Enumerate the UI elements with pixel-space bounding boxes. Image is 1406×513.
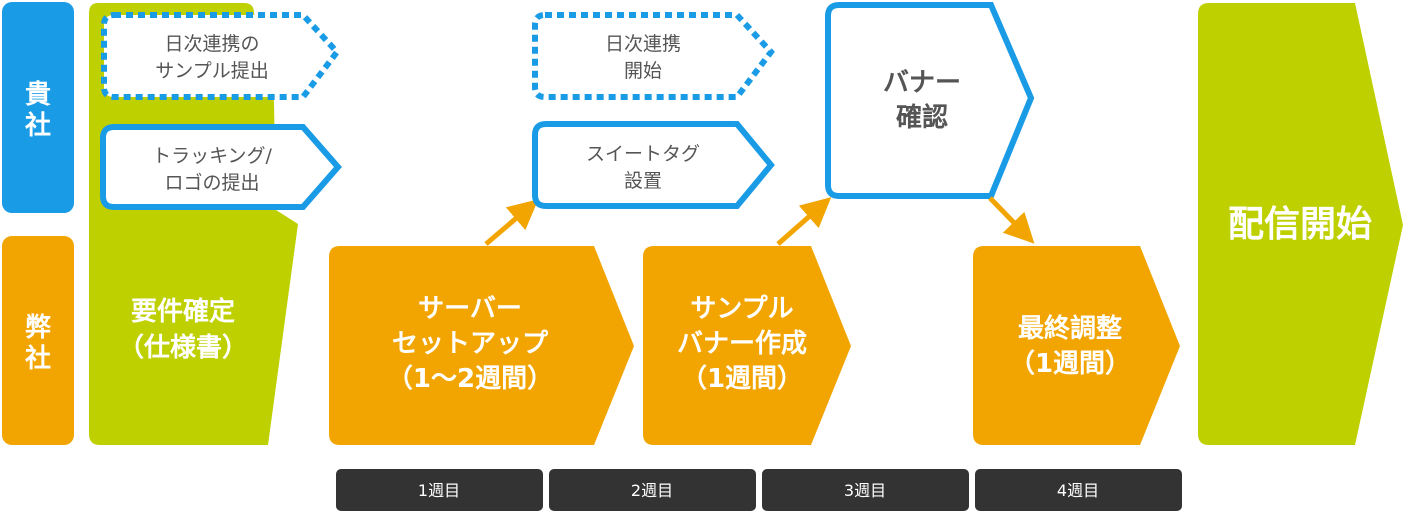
week-3-label: 3週目	[844, 481, 886, 500]
final-adjust-line-2: （1週間）	[1009, 349, 1131, 379]
server-setup-line-3: （1～2週間）	[387, 364, 553, 394]
task-delivery-start: 配信開始	[1198, 3, 1403, 445]
week-2-label: 2週目	[631, 481, 673, 500]
lane-client: 貴 社	[2, 2, 74, 213]
site-tag-shape	[532, 121, 775, 209]
lane-client-label-1: 貴	[25, 80, 51, 110]
task-daily-start: 日次連携 開始	[532, 12, 775, 100]
task-requirements: 要件確定 （仕様書）	[89, 3, 298, 445]
final-adjust-line-1: 最終調整	[1018, 313, 1122, 344]
requirements-line-1: 要件確定	[131, 296, 235, 327]
lane-client-label-2: 社	[25, 110, 51, 141]
task-daily-sample: 日次連携の サンプル提出	[101, 12, 341, 100]
banner-check-line-2: 確認	[896, 102, 948, 133]
daily-start-line-2: 開始	[624, 60, 662, 82]
week-1-bar	[336, 469, 543, 511]
daily-sample-line-1: 日次連携の	[164, 33, 259, 55]
banner-check-shape	[825, 1, 1035, 199]
requirements-line-2: （仕様書）	[118, 332, 248, 363]
banner-check-line-1: バナー	[883, 68, 961, 98]
arrow-server-to-sitetag	[484, 199, 539, 246]
lane-ours: 弊 社	[2, 236, 74, 445]
daily-start-line-1: 日次連携	[605, 33, 681, 55]
task-final-adjust: 最終調整 （1週間）	[973, 246, 1180, 445]
final-adjust-shape	[973, 246, 1180, 445]
week-2: 2週目	[549, 469, 756, 511]
arrow-sample-to-check	[776, 197, 832, 246]
server-setup-shape	[329, 246, 634, 445]
task-banner-check: バナー 確認	[825, 1, 1035, 199]
requirements-shape	[89, 3, 298, 445]
delivery-start-shape	[1198, 3, 1403, 445]
task-tracking-logo: トラッキング/ ロゴの提出	[100, 124, 342, 210]
week-4: 4週目	[975, 469, 1182, 511]
site-tag-line-1: スイートタグ	[586, 143, 700, 165]
lane-ours-box	[2, 236, 74, 445]
sample-banner-line-1: サンプル	[690, 294, 793, 324]
sample-banner-line-2: バナー作成	[677, 329, 807, 359]
daily-sample-line-2: サンプル提出	[155, 60, 268, 82]
week-3-bar	[762, 469, 969, 511]
week-2-bar	[549, 469, 756, 511]
task-server-setup: サーバー セットアップ （1～2週間）	[329, 246, 634, 445]
lane-ours-label-1: 弊	[25, 313, 51, 343]
server-setup-line-1: サーバー	[418, 294, 522, 324]
lane-ours-label-2: 社	[25, 343, 51, 374]
daily-sample-shape	[101, 12, 341, 100]
delivery-start-label: 配信開始	[1228, 204, 1372, 245]
sample-banner-shape	[643, 246, 851, 445]
tracking-logo-shape	[100, 124, 342, 210]
site-tag-line-2: 設置	[624, 170, 662, 192]
week-1-label: 1週目	[418, 481, 460, 500]
lane-client-box	[2, 2, 74, 213]
sample-banner-line-3: （1週間）	[681, 364, 803, 394]
tracking-logo-line-2: ロゴの提出	[164, 172, 259, 194]
daily-start-shape	[532, 12, 775, 100]
week-4-bar	[975, 469, 1182, 511]
task-site-tag: スイートタグ 設置	[532, 121, 775, 209]
week-4-label: 4週目	[1057, 481, 1099, 500]
task-sample-banner: サンプル バナー作成 （1週間）	[643, 246, 851, 445]
arrow-check-to-final	[988, 196, 1035, 244]
tracking-logo-line-1: トラッキング/	[152, 145, 272, 167]
week-3: 3週目	[762, 469, 969, 511]
server-setup-line-2: セットアップ	[392, 329, 549, 359]
week-1: 1週目	[336, 469, 543, 511]
